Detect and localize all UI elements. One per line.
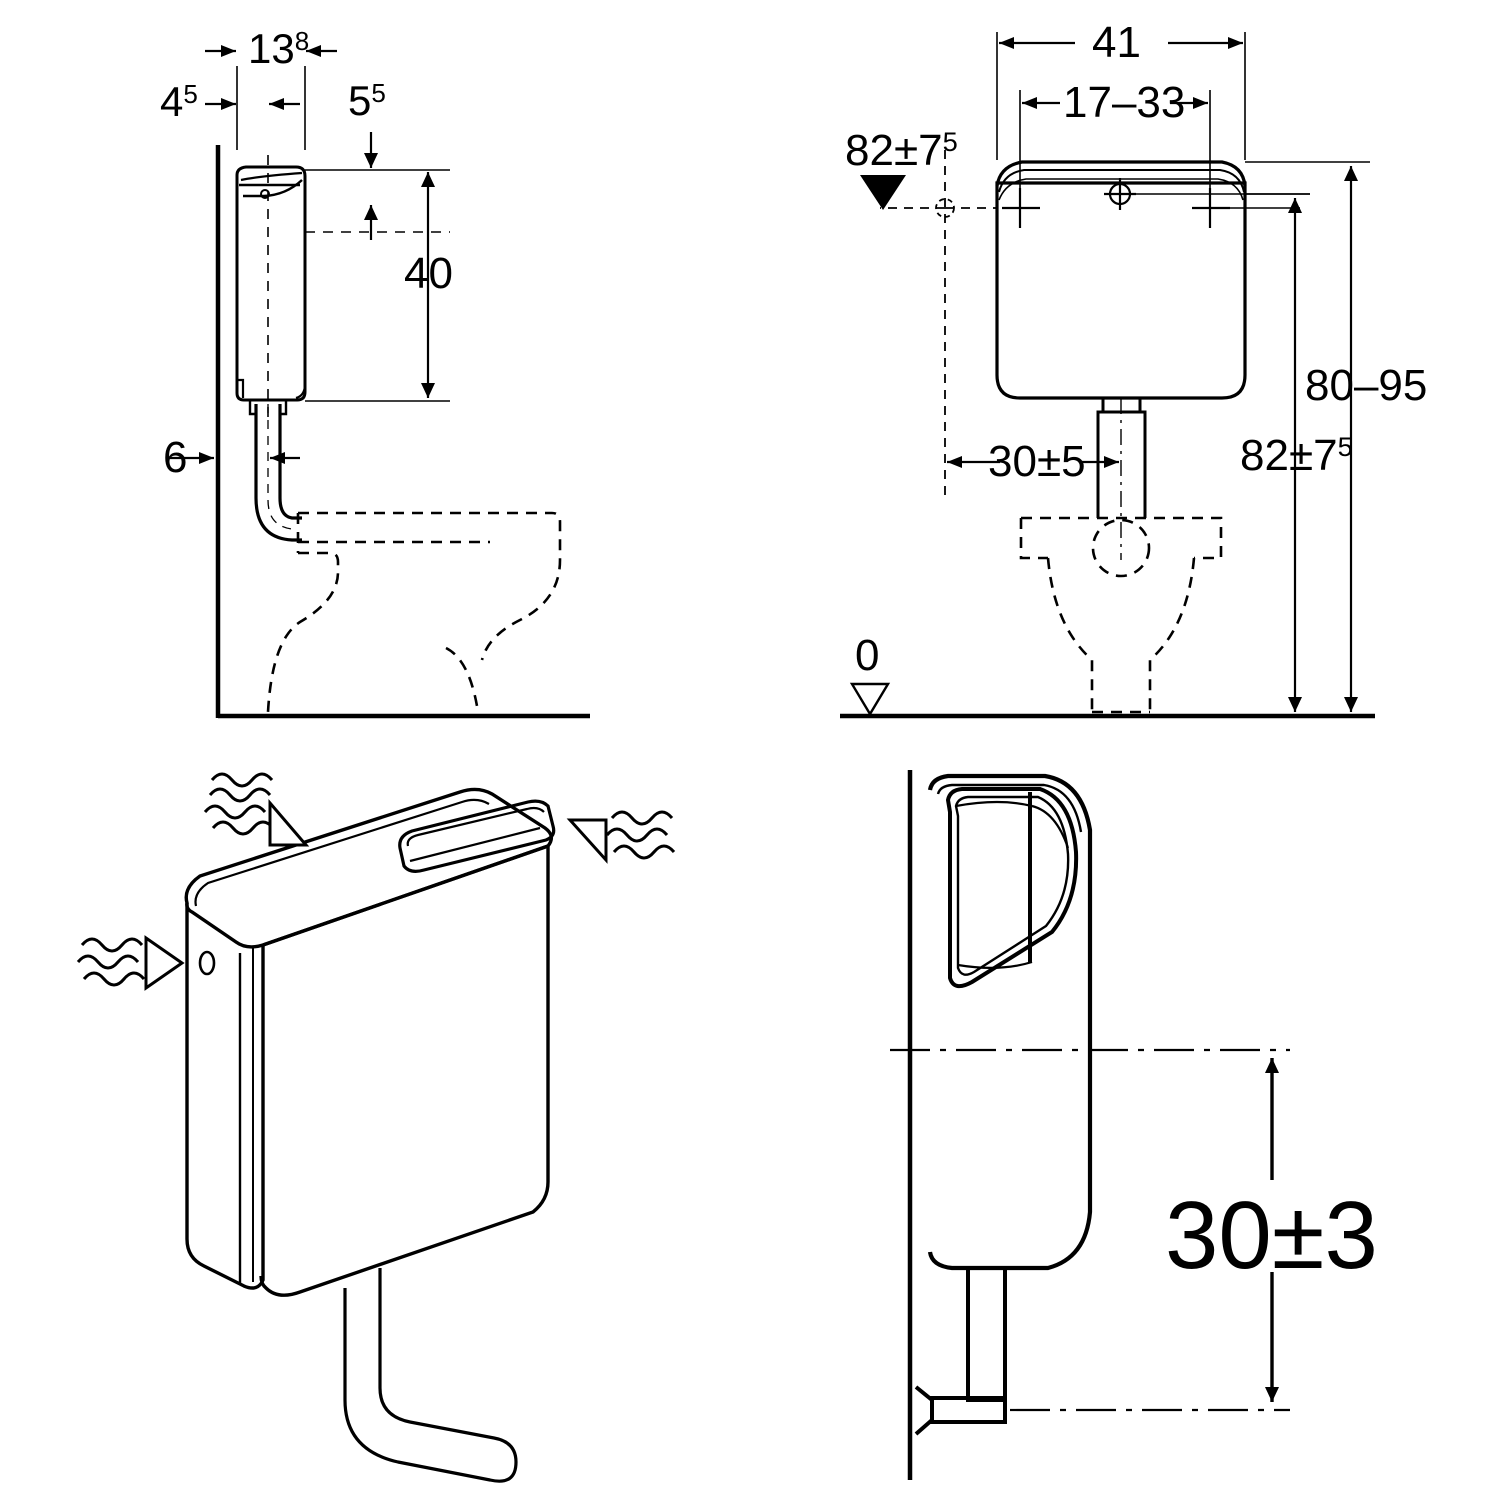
connection-symbol-side-left xyxy=(76,935,185,991)
connection-arrow-top-left-icon xyxy=(268,798,310,847)
outlet-bracket xyxy=(930,1396,1007,1424)
cistern-left-face xyxy=(185,903,265,1290)
actuator-plate-profile xyxy=(243,179,303,198)
actuator-opening xyxy=(398,799,556,873)
view-side-section: 138 45 55 40 6 xyxy=(160,25,590,719)
view-front-section: 41 17–33 82±75 30±5 0 82±75 80–95 xyxy=(840,18,1427,719)
connection-symbol-top-left xyxy=(203,772,310,847)
side-inlet-hole-icon xyxy=(198,950,216,976)
cistern-lid-front xyxy=(995,160,1247,187)
actuator-plate-outline xyxy=(945,787,1079,989)
actuator-divider xyxy=(409,826,541,863)
dim-label-305: 30±5 xyxy=(988,437,1086,486)
cistern-body-actuator-inner xyxy=(936,783,1083,833)
dim-label-1733: 17–33 xyxy=(1063,78,1185,127)
actuator-pivot-icon xyxy=(260,189,270,199)
view-isometric-cistern xyxy=(76,772,676,1483)
actuator-plate-top-curve-right xyxy=(1031,804,1070,849)
cistern-lid-top-edge xyxy=(240,171,303,182)
dim-label-303: 30±3 xyxy=(1165,1182,1378,1289)
actuator-plate-bottom-curve xyxy=(957,960,1033,969)
cistern-bottom-corner xyxy=(295,385,307,400)
water-connection-point-icon xyxy=(935,198,955,218)
pipe-collar-left xyxy=(248,400,256,416)
datum-triangle-icon xyxy=(849,682,891,717)
dim-label-55: 55 xyxy=(348,77,386,124)
dim-label-45: 45 xyxy=(160,78,198,125)
dim-label-6: 6 xyxy=(163,433,187,482)
cistern-lid-front-inner2 xyxy=(998,178,1244,201)
pipe-collar-right xyxy=(280,400,288,416)
wall-bracket-icon xyxy=(914,1385,934,1436)
dim-label-8275-right: 82±75 xyxy=(1240,431,1353,480)
dim-label-41: 41 xyxy=(1092,18,1141,67)
cistern-body-side xyxy=(235,165,307,402)
toilet-outline-side xyxy=(266,511,562,713)
connection-arrow-side-left-icon xyxy=(144,935,185,991)
dim-label-8095: 80–95 xyxy=(1305,361,1427,410)
connection-symbol-top-right xyxy=(566,810,676,864)
datum-label-0: 0 xyxy=(855,631,879,680)
view-side-actuator: 30±3 xyxy=(890,770,1378,1480)
cistern-lid-front-inner xyxy=(998,169,1245,193)
cistern-bottom-notch xyxy=(237,378,245,398)
cistern-body-actuator-view xyxy=(927,773,1093,1271)
flush-pipe-centerline xyxy=(267,404,293,530)
connection-arrow-top-right-icon xyxy=(566,818,608,864)
flush-pipe-inner xyxy=(278,404,302,520)
cistern-body-front xyxy=(995,181,1247,400)
cistern-top-face-inner xyxy=(194,798,490,907)
level-triangle-marker-icon xyxy=(860,175,906,210)
flush-pipe-isometric xyxy=(343,1268,518,1483)
actuator-plate-top-curve xyxy=(955,800,1033,808)
dim-label-40: 40 xyxy=(404,249,453,298)
toilet-outline-front xyxy=(1019,516,1223,714)
dim-label-8275-left: 82±75 xyxy=(845,126,958,175)
actuator-opening-inner xyxy=(406,806,545,847)
actuator-plate-inner xyxy=(954,795,1070,976)
flush-pipe-outer xyxy=(254,404,302,542)
cistern-front-face xyxy=(259,843,550,1297)
dim-label-138: 138 xyxy=(248,25,309,72)
